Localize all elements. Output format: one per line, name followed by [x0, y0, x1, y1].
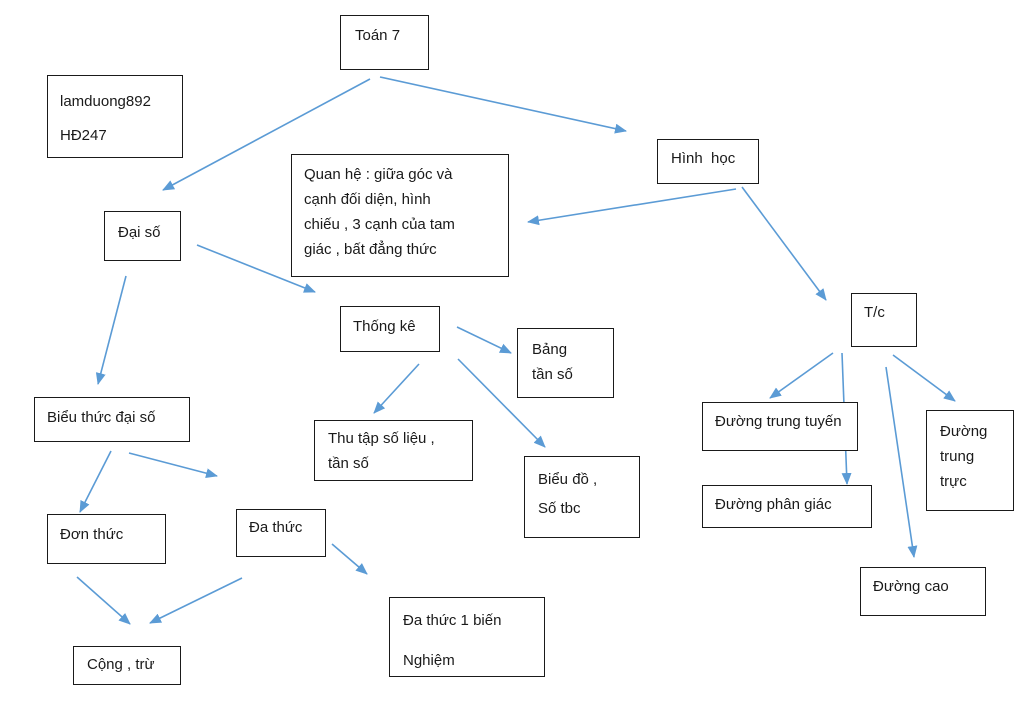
- arrow-root-to-geometry: [379, 76, 627, 134]
- statistics-node: Thống kê: [340, 306, 440, 352]
- relations-line-2: cạnh đối diện, hình: [304, 191, 431, 208]
- add-subtract-label: Cộng , trừ: [87, 656, 155, 673]
- perpendicular-bisector-line-2: trung: [940, 448, 975, 465]
- geometry-label: Hình học: [671, 150, 736, 167]
- relations-line-3: chiếu , 3 cạnh của tam: [304, 216, 455, 233]
- data-collection-line-1: Thu tập số liệu ,: [328, 430, 435, 447]
- perpendicular-bisector-line-3: trực: [940, 473, 967, 490]
- perpendicular-bisector-line-1: Đường: [940, 423, 988, 440]
- single-variable-polynomial-label: Đa thức 1 biến: [403, 612, 502, 629]
- median-node: Đường trung tuyến: [702, 402, 858, 451]
- median-label: Đường trung tuyến: [715, 413, 842, 430]
- author-id: HĐ247: [60, 127, 107, 144]
- arrow-geometry-to-properties: [741, 186, 827, 301]
- arrow-properties-to-perp-bisector: [892, 354, 956, 402]
- relations-line-4: giác , bất đẳng thức: [304, 241, 437, 258]
- root-node: Toán 7: [340, 15, 429, 70]
- chart-mean-node: Biểu đồ , Số tbc: [524, 456, 640, 538]
- arrow-statistics-to-data-collection: [373, 363, 420, 414]
- angle-bisector-label: Đường phân giác: [715, 496, 832, 513]
- algebra-node: Đại số: [104, 211, 181, 261]
- relations-node: Quan hệ : giữa góc và cạnh đối diện, hìn…: [291, 154, 509, 277]
- arrow-polynomial-to-add-sub: [149, 577, 243, 624]
- freq-table-node: Bảng tần số: [517, 328, 614, 398]
- freq-table-line-2: tần số: [532, 366, 573, 383]
- polynomial-root-label: Nghiệm: [403, 652, 455, 669]
- arrow-geometry-to-relations: [527, 188, 737, 226]
- arrow-algebra-to-statistics: [196, 244, 316, 293]
- altitude-label: Đường cao: [873, 578, 949, 595]
- properties-node: T/c: [851, 293, 917, 347]
- data-collection-node: Thu tập số liệu , tần số: [314, 420, 473, 481]
- single-variable-polynomial-node: Đa thức 1 biến Nghiệm: [389, 597, 545, 677]
- chart-mean-line-1: Biểu đồ ,: [538, 471, 598, 488]
- geometry-node: Hình học: [657, 139, 759, 184]
- data-collection-line-2: tần số: [328, 455, 369, 472]
- arrow-statistics-to-chart-mean: [457, 358, 546, 448]
- monomial-node: Đơn thức: [47, 514, 166, 564]
- arrow-expression-to-monomial: [79, 450, 112, 513]
- freq-table-line-1: Bảng: [532, 341, 568, 358]
- perpendicular-bisector-node: Đường trung trực: [926, 410, 1014, 511]
- algebra-label: Đại số: [118, 224, 161, 241]
- algebraic-expression-node: Biểu thức đại số: [34, 397, 190, 442]
- add-subtract-node: Cộng , trừ: [73, 646, 181, 685]
- arrow-properties-to-median: [769, 352, 834, 399]
- monomial-label: Đơn thức: [60, 526, 124, 543]
- arrow-properties-to-altitude: [885, 366, 918, 558]
- root-label: Toán 7: [355, 27, 401, 44]
- polynomial-label: Đa thức: [249, 519, 303, 536]
- angle-bisector-node: Đường phân giác: [702, 485, 872, 528]
- arrow-root-to-algebra: [162, 78, 371, 191]
- algebraic-expression-label: Biểu thức đại số: [47, 409, 156, 426]
- statistics-label: Thống kê: [353, 318, 416, 335]
- properties-label: T/c: [864, 304, 885, 321]
- relations-line-1: Quan hệ : giữa góc và: [304, 166, 453, 183]
- author-node: lamduong892 HĐ247: [47, 75, 183, 158]
- chart-mean-line-2: Số tbc: [538, 500, 581, 517]
- altitude-node: Đường cao: [860, 567, 986, 616]
- arrow-monomial-to-add-sub: [76, 576, 131, 625]
- arrow-polynomial-to-single-var: [331, 543, 368, 575]
- polynomial-node: Đa thức: [236, 509, 326, 557]
- arrow-algebra-to-expression: [95, 275, 127, 385]
- arrow-expression-to-polynomial: [128, 452, 218, 479]
- arrow-statistics-to-freq-table: [456, 326, 512, 354]
- author-name: lamduong892: [60, 93, 151, 110]
